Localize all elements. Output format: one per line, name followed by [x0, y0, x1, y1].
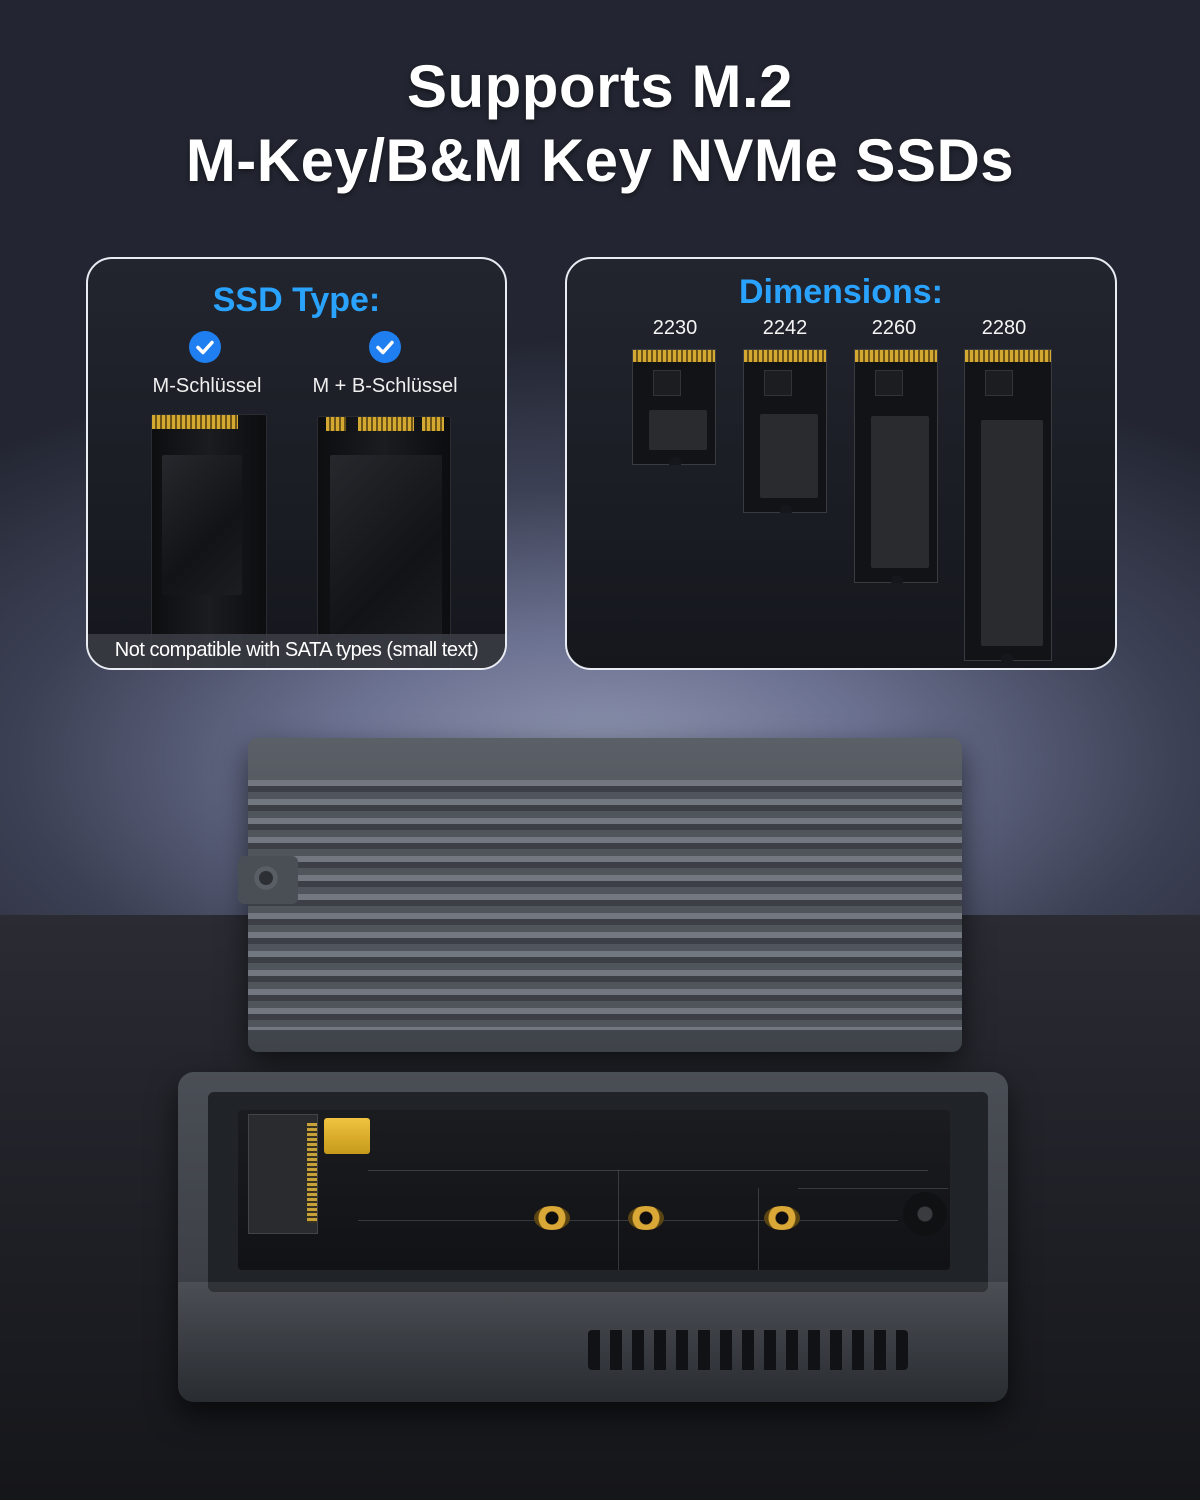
size-label-2260: 2260	[871, 317, 917, 339]
type-label-m-key: M-Schlüssel	[152, 375, 262, 397]
size-label-2242: 2242	[762, 317, 808, 339]
ssd-type-panel: SSD Type: M-Schlüssel M + B-Schlüssel No…	[86, 257, 507, 670]
standoff-2280	[764, 1206, 800, 1230]
rubber-pin	[903, 1192, 947, 1236]
standoff-2242	[534, 1206, 570, 1230]
headline-line-1: Supports M.2	[406, 53, 793, 120]
ssd-2260-image	[854, 349, 938, 583]
dimensions-title: Dimensions:	[738, 273, 944, 311]
size-label-2280: 2280	[981, 317, 1027, 339]
heatsink-fins	[248, 780, 962, 1030]
sata-incompatibility-note: Not compatible with SATA types (small te…	[88, 634, 505, 668]
standoff-2260	[628, 1206, 664, 1230]
m-key-ssd-image	[152, 415, 266, 668]
lid-screw-tab	[238, 856, 298, 904]
ssd-2230-image	[632, 349, 716, 465]
ssd-latch	[324, 1118, 370, 1154]
ssd-2242-image	[743, 349, 827, 513]
m2-connector	[248, 1114, 318, 1234]
dimensions-panel: Dimensions: 2230 2242 2260 2280	[565, 257, 1117, 670]
check-circle-icon	[369, 331, 401, 363]
ssd-2280-image	[964, 349, 1052, 661]
ventilation-slots	[588, 1330, 908, 1370]
screw-icon	[254, 866, 278, 890]
ssd-type-title: SSD Type:	[212, 281, 381, 319]
check-circle-icon	[189, 331, 221, 363]
bm-key-ssd-image	[318, 417, 450, 668]
type-label-bm-key: M + B-Schlüssel	[312, 375, 458, 397]
size-label-2230: 2230	[652, 317, 698, 339]
enclosure-base	[178, 1072, 1008, 1402]
headline-line-2: M-Key/B&M Key NVMe SSDs	[185, 127, 1015, 194]
headline: Supports M.2 M-Key/B&M Key NVMe SSDs	[0, 50, 1200, 198]
enclosure-lid	[238, 738, 962, 1052]
